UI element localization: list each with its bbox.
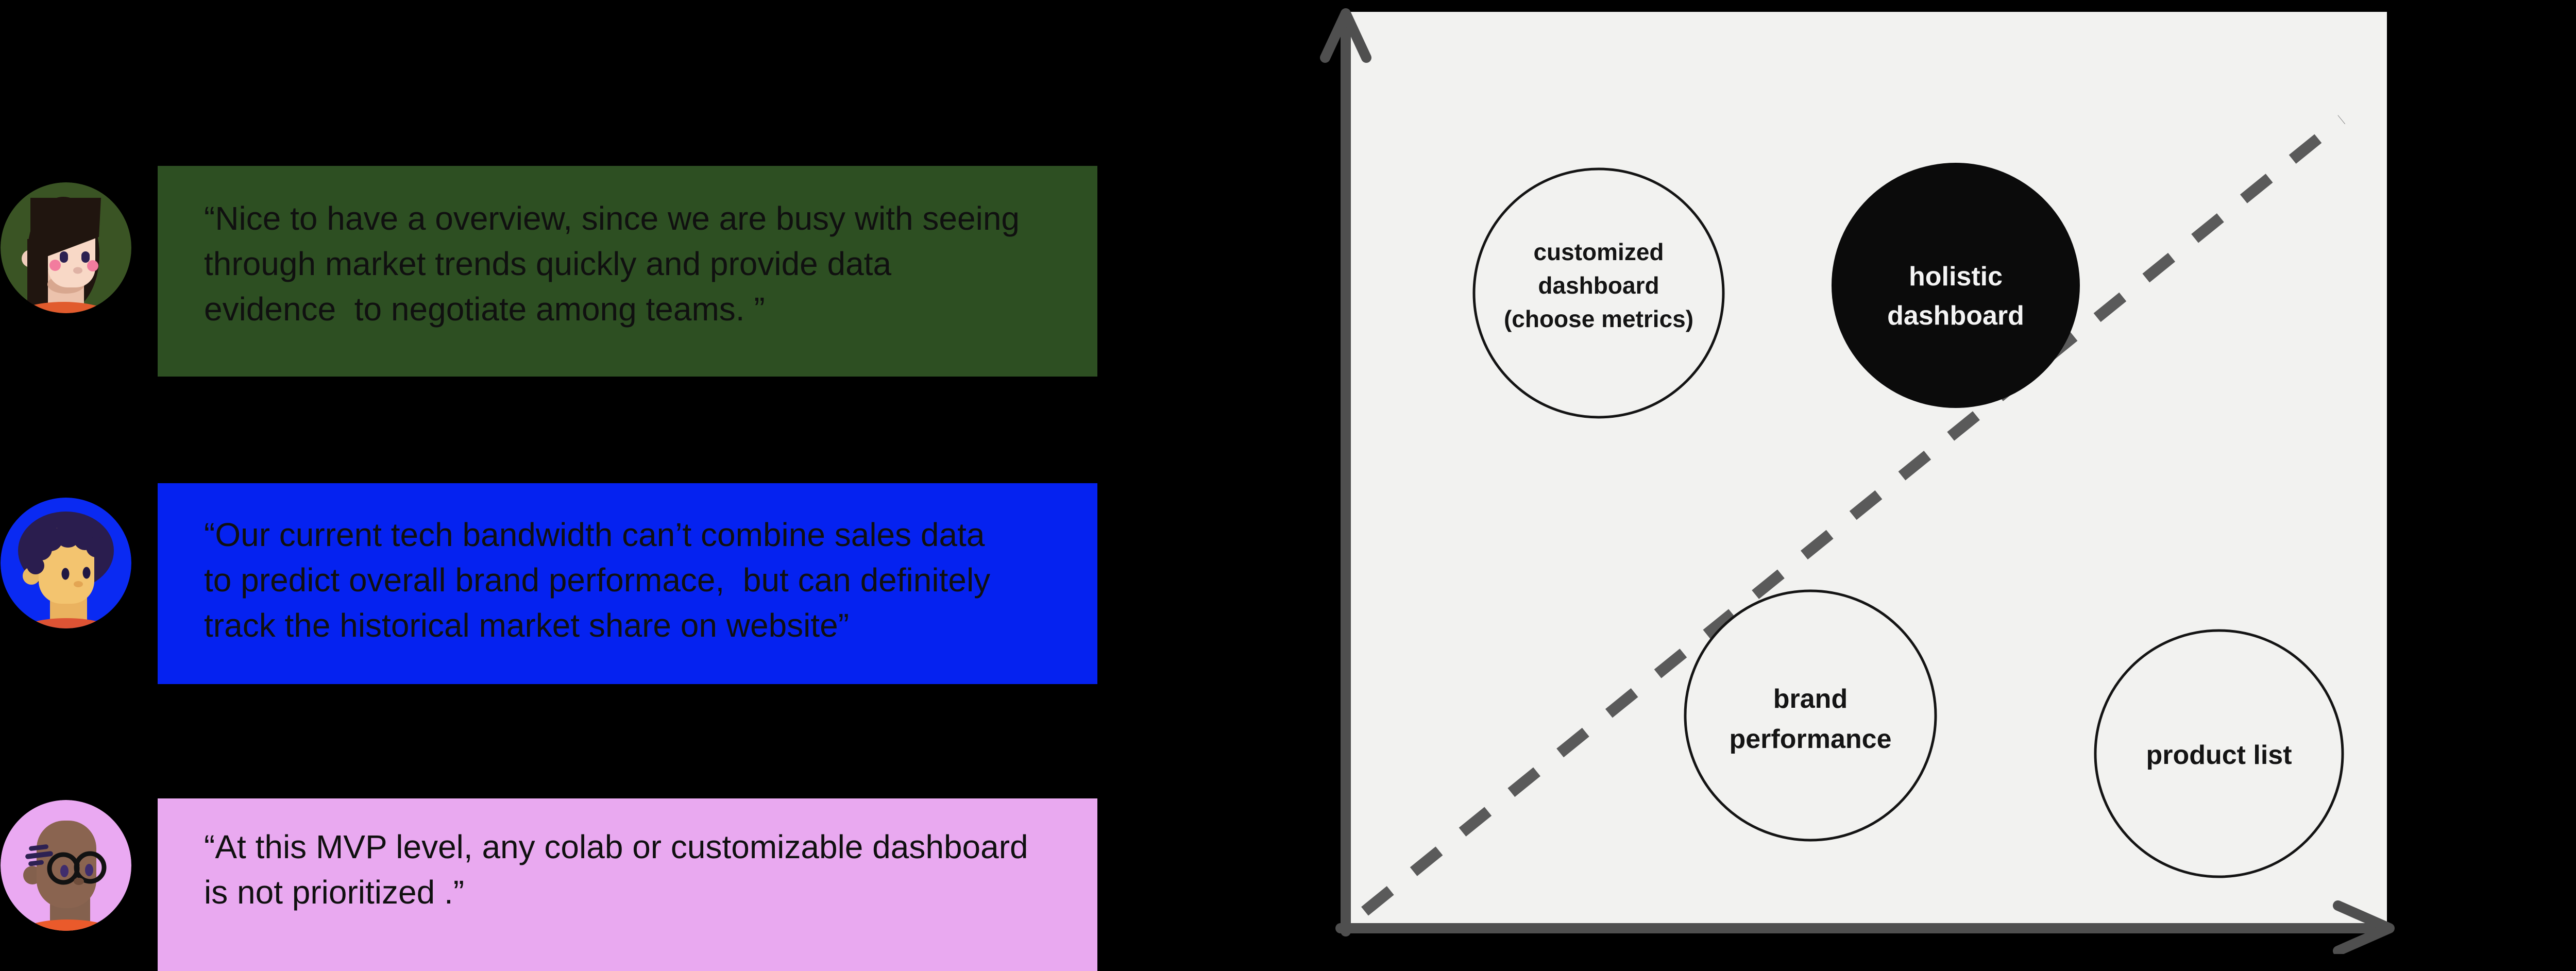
avatar-illustration bbox=[1, 498, 131, 628]
quote-text-line: “Nice to have a overview, since we are b… bbox=[204, 200, 1020, 237]
quote-text-line: “At this MVP level, any colab or customi… bbox=[204, 828, 1028, 865]
bubble-label: customized bbox=[1533, 239, 1664, 265]
bubble-holistic-dashboard: holistic dashboard bbox=[1832, 163, 2080, 408]
bubble-label: (choose metrics) bbox=[1504, 305, 1693, 332]
dashed-diagonal-line bbox=[1361, 115, 2345, 916]
quote-text-line: evidence to negotiate among teams. ” bbox=[204, 291, 765, 328]
quote-card-green: “Nice to have a overview, since we are b… bbox=[158, 166, 1097, 377]
quote-card-pink: “At this MVP level, any colab or customi… bbox=[158, 798, 1097, 971]
avatar-illustration bbox=[1, 800, 131, 931]
quote-text-line: to predict overall brand performace, but… bbox=[204, 561, 991, 599]
quote-card-blue: “Our current tech bandwidth can’t combin… bbox=[158, 483, 1097, 684]
woman-dark-hair-avatar-icon bbox=[1, 182, 131, 313]
quote-text-line: track the historical market share on web… bbox=[204, 607, 850, 644]
avatar-illustration bbox=[1, 182, 131, 313]
bubble-label: performance bbox=[1730, 724, 1892, 754]
bubble-label: holistic bbox=[1909, 262, 2003, 292]
bubble-label: product list bbox=[2146, 740, 2292, 770]
quote-text-line: through market trends quickly and provid… bbox=[204, 245, 892, 282]
bald-man-glasses-avatar-icon bbox=[1, 800, 131, 931]
bubble-product-list: product list bbox=[2094, 629, 2344, 878]
quote-text-line: is not prioritized .” bbox=[204, 874, 465, 911]
bubble-brand-performance: brand performance bbox=[1684, 589, 1937, 842]
quote-text-line: “Our current tech bandwidth can’t combin… bbox=[204, 516, 985, 553]
bubble-label: brand bbox=[1773, 684, 1848, 714]
bubble-label: dashboard bbox=[1887, 301, 2024, 331]
bubble-customized-dashboard: customized dashboard (choose metrics) bbox=[1472, 167, 1725, 419]
man-curly-hair-avatar-icon bbox=[1, 498, 131, 628]
x-axis-arrow bbox=[1335, 900, 2395, 956]
priority-matrix-diagram: customized dashboard (choose metrics) ho… bbox=[1320, 8, 2395, 956]
y-axis-arrow bbox=[1320, 8, 1371, 936]
bubble-label: dashboard bbox=[1538, 272, 1659, 299]
priority-matrix-panel: customized dashboard (choose metrics) ho… bbox=[1319, 0, 2442, 956]
